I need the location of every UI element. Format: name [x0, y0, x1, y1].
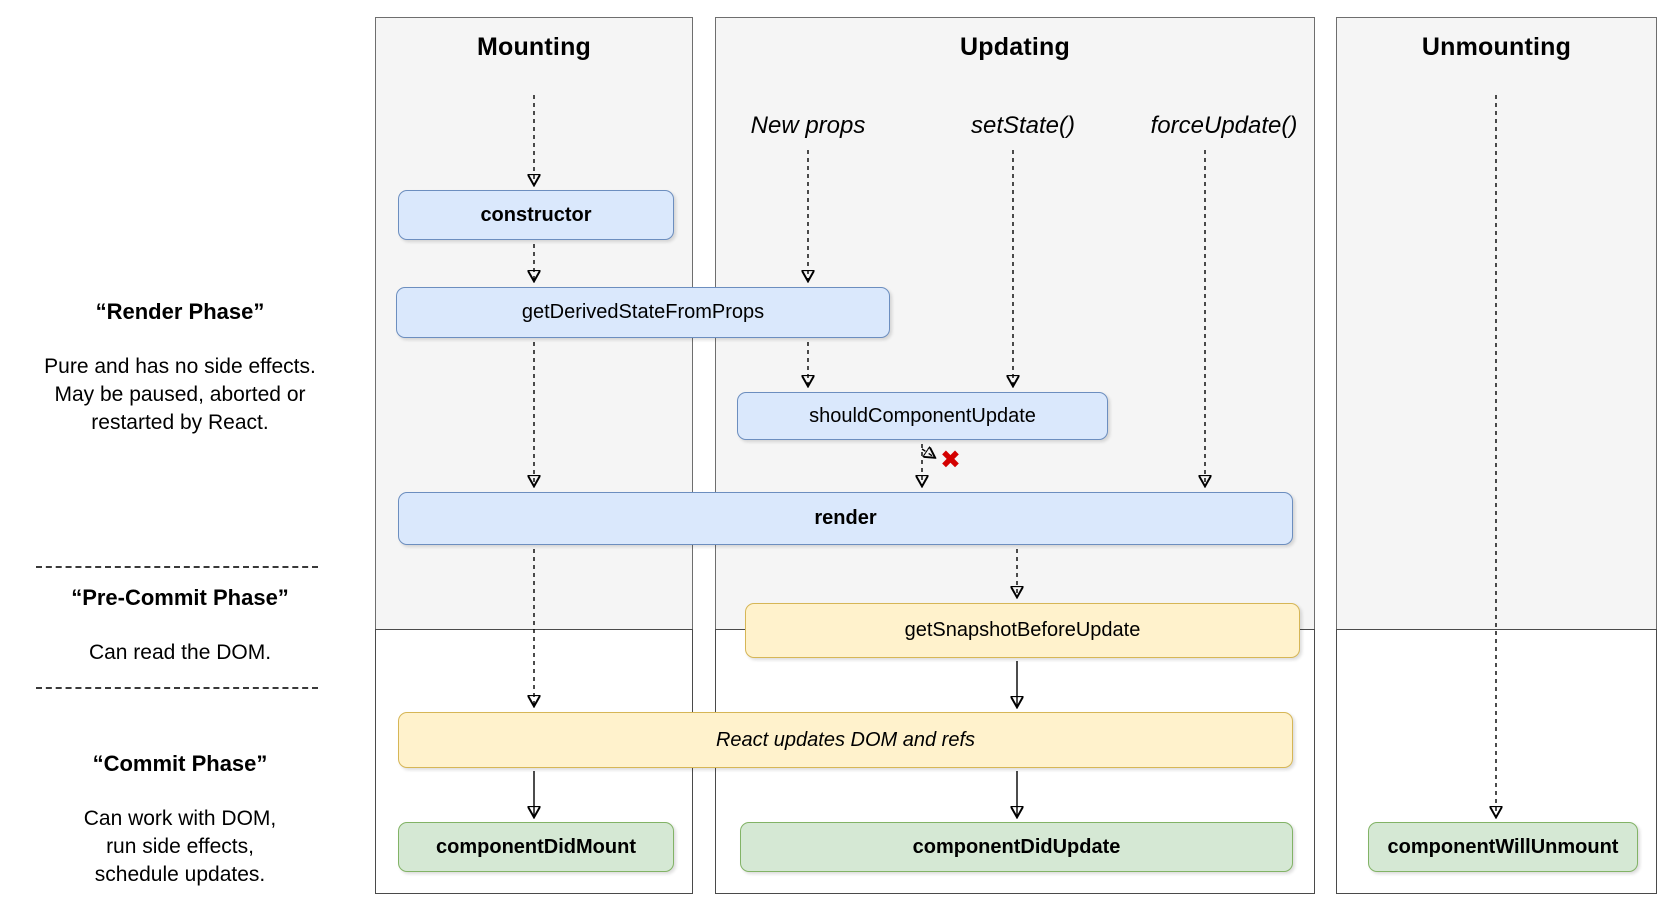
updating-column-title: Updating [960, 33, 1070, 61]
node-render: render [398, 492, 1293, 545]
trigger-force-update: forceUpdate() [1150, 112, 1298, 139]
unmounting-column-render-section [1336, 17, 1657, 630]
commit-phase-line: schedule updates. [94, 863, 266, 886]
render-phase-description: Pure and has no side effects. May be pau… [30, 353, 330, 437]
node-component-will-unmount: componentWillUnmount [1368, 822, 1638, 872]
node-constructor: constructor [398, 190, 674, 240]
render-phase-title: “Render Phase” [95, 299, 265, 324]
pre-commit-phase-description: Can read the DOM. [30, 639, 330, 667]
phase-divider-top [36, 566, 318, 568]
commit-phase-line: Can work with DOM, [83, 807, 277, 830]
phase-divider-bottom [36, 687, 318, 689]
pre-commit-phase-line: Can read the DOM. [88, 641, 272, 664]
node-get-snapshot-before-update: getSnapshotBeforeUpdate [745, 603, 1300, 658]
node-react-updates-dom-and-refs: React updates DOM and refs [398, 712, 1293, 768]
mounting-column-title: Mounting [476, 33, 592, 61]
node-get-derived-state-from-props: getDerivedStateFromProps [396, 287, 890, 338]
pre-commit-phase-title: “Pre-Commit Phase” [71, 585, 289, 610]
commit-phase-title: “Commit Phase” [92, 751, 268, 776]
render-phase-line: Pure and has no side effects. [44, 355, 316, 378]
render-phase-line: restarted by React. [91, 411, 269, 434]
abort-x-icon: ✖ [940, 446, 961, 474]
node-component-did-update: componentDidUpdate [740, 822, 1293, 872]
render-phase-line: May be paused, aborted or [54, 383, 306, 406]
commit-phase-description: Can work with DOM, run side effects, sch… [30, 805, 330, 889]
trigger-set-state: setState() [970, 112, 1076, 139]
trigger-new-props: New props [750, 112, 866, 139]
unmounting-column-title: Unmounting [1421, 33, 1572, 61]
node-component-did-mount: componentDidMount [398, 822, 674, 872]
commit-phase-line: run side effects, [106, 835, 254, 858]
node-should-component-update: shouldComponentUpdate [737, 392, 1108, 440]
